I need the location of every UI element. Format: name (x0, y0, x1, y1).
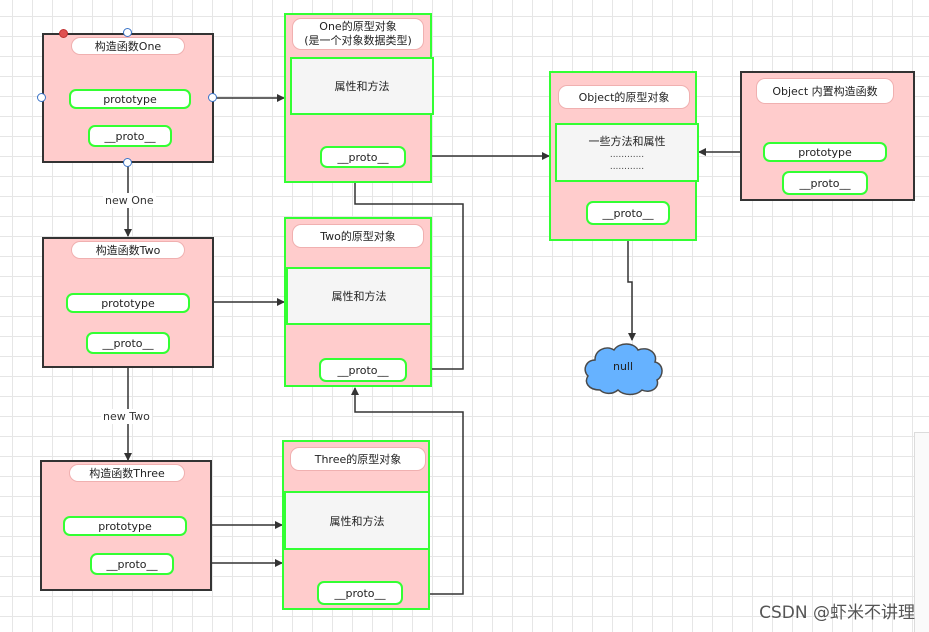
object-constructor-proto[interactable]: __proto__ (782, 171, 868, 195)
three-prototype-title: Three的原型对象 (290, 447, 426, 471)
constructor-one-box[interactable]: 构造函数One prototype __proto__ (42, 33, 214, 163)
arrow-three-proto-to-two (351, 387, 464, 595)
constructor-two-title: 构造函数Two (71, 241, 185, 259)
object-prototype-dots-1: ............ (609, 149, 645, 160)
object-prototype-body-text: 一些方法和属性 (588, 134, 666, 148)
three-prototype-body: 属性和方法 (284, 491, 430, 550)
edge-label-new-one: new One (103, 193, 156, 208)
constructor-two-box[interactable]: 构造函数Two prototype __proto__ (42, 237, 214, 368)
constructor-three-title: 构造函数Three (69, 464, 185, 482)
null-label: null (612, 360, 634, 373)
one-prototype-title-line2: (是一个对象数据类型) (304, 34, 412, 47)
one-prototype-body-text: 属性和方法 (334, 80, 390, 93)
constructor-three-proto[interactable]: __proto__ (90, 553, 174, 575)
object-prototype-title: Object的原型对象 (558, 85, 690, 109)
selection-handle-red[interactable] (59, 29, 68, 38)
object-constructor-box[interactable]: Object 内置构造函数 prototype __proto__ (740, 71, 915, 201)
one-prototype-body: 属性和方法 (290, 57, 434, 115)
two-prototype-object[interactable]: Two的原型对象 属性和方法 __proto__ (284, 217, 432, 387)
object-prototype-object[interactable]: Object的原型对象 一些方法和属性 ............ .......… (549, 71, 699, 241)
two-prototype-body: 属性和方法 (286, 267, 432, 325)
two-prototype-proto[interactable]: __proto__ (319, 358, 407, 382)
object-constructor-prototype[interactable]: prototype (763, 142, 887, 162)
selection-handle-top[interactable] (123, 28, 132, 37)
three-prototype-proto[interactable]: __proto__ (317, 581, 403, 605)
two-prototype-body-text: 属性和方法 (331, 290, 387, 303)
two-prototype-title: Two的原型对象 (292, 224, 424, 248)
three-prototype-body-text: 属性和方法 (329, 514, 385, 528)
object-prototype-body: 一些方法和属性 ............ ............ (555, 123, 699, 182)
selection-handle-left[interactable] (37, 93, 46, 102)
constructor-two-prototype[interactable]: prototype (66, 293, 190, 313)
one-prototype-title: One的原型对象 (是一个对象数据类型) (292, 18, 424, 50)
object-prototype-dots-2: ............ (609, 161, 645, 172)
one-prototype-object[interactable]: One的原型对象 (是一个对象数据类型) 属性和方法 __proto__ (284, 13, 434, 183)
side-panel-edge[interactable] (914, 432, 929, 632)
constructor-two-proto[interactable]: __proto__ (86, 332, 170, 354)
selection-handle-right[interactable] (208, 93, 217, 102)
constructor-three-prototype[interactable]: prototype (63, 516, 187, 536)
constructor-three-box[interactable]: 构造函数Three prototype __proto__ (40, 460, 212, 591)
constructor-one-title: 构造函数One (71, 37, 185, 55)
null-cloud-icon (584, 343, 663, 396)
object-constructor-title: Object 内置构造函数 (756, 78, 894, 104)
edge-label-new-two: new Two (101, 409, 152, 424)
arrow-object-proto-to-null (627, 222, 636, 341)
arrow-two-proto-to-one (351, 167, 464, 370)
one-prototype-proto[interactable]: __proto__ (320, 146, 406, 168)
one-prototype-title-line1: One的原型对象 (319, 20, 397, 33)
constructor-one-proto[interactable]: __proto__ (88, 125, 172, 147)
watermark: CSDN @虾米不讲理 (759, 603, 915, 623)
selection-handle-bottom[interactable] (123, 158, 132, 167)
three-prototype-object[interactable]: Three的原型对象 属性和方法 __proto__ (282, 440, 430, 610)
constructor-one-prototype[interactable]: prototype (69, 89, 191, 109)
object-prototype-proto[interactable]: __proto__ (586, 201, 670, 225)
